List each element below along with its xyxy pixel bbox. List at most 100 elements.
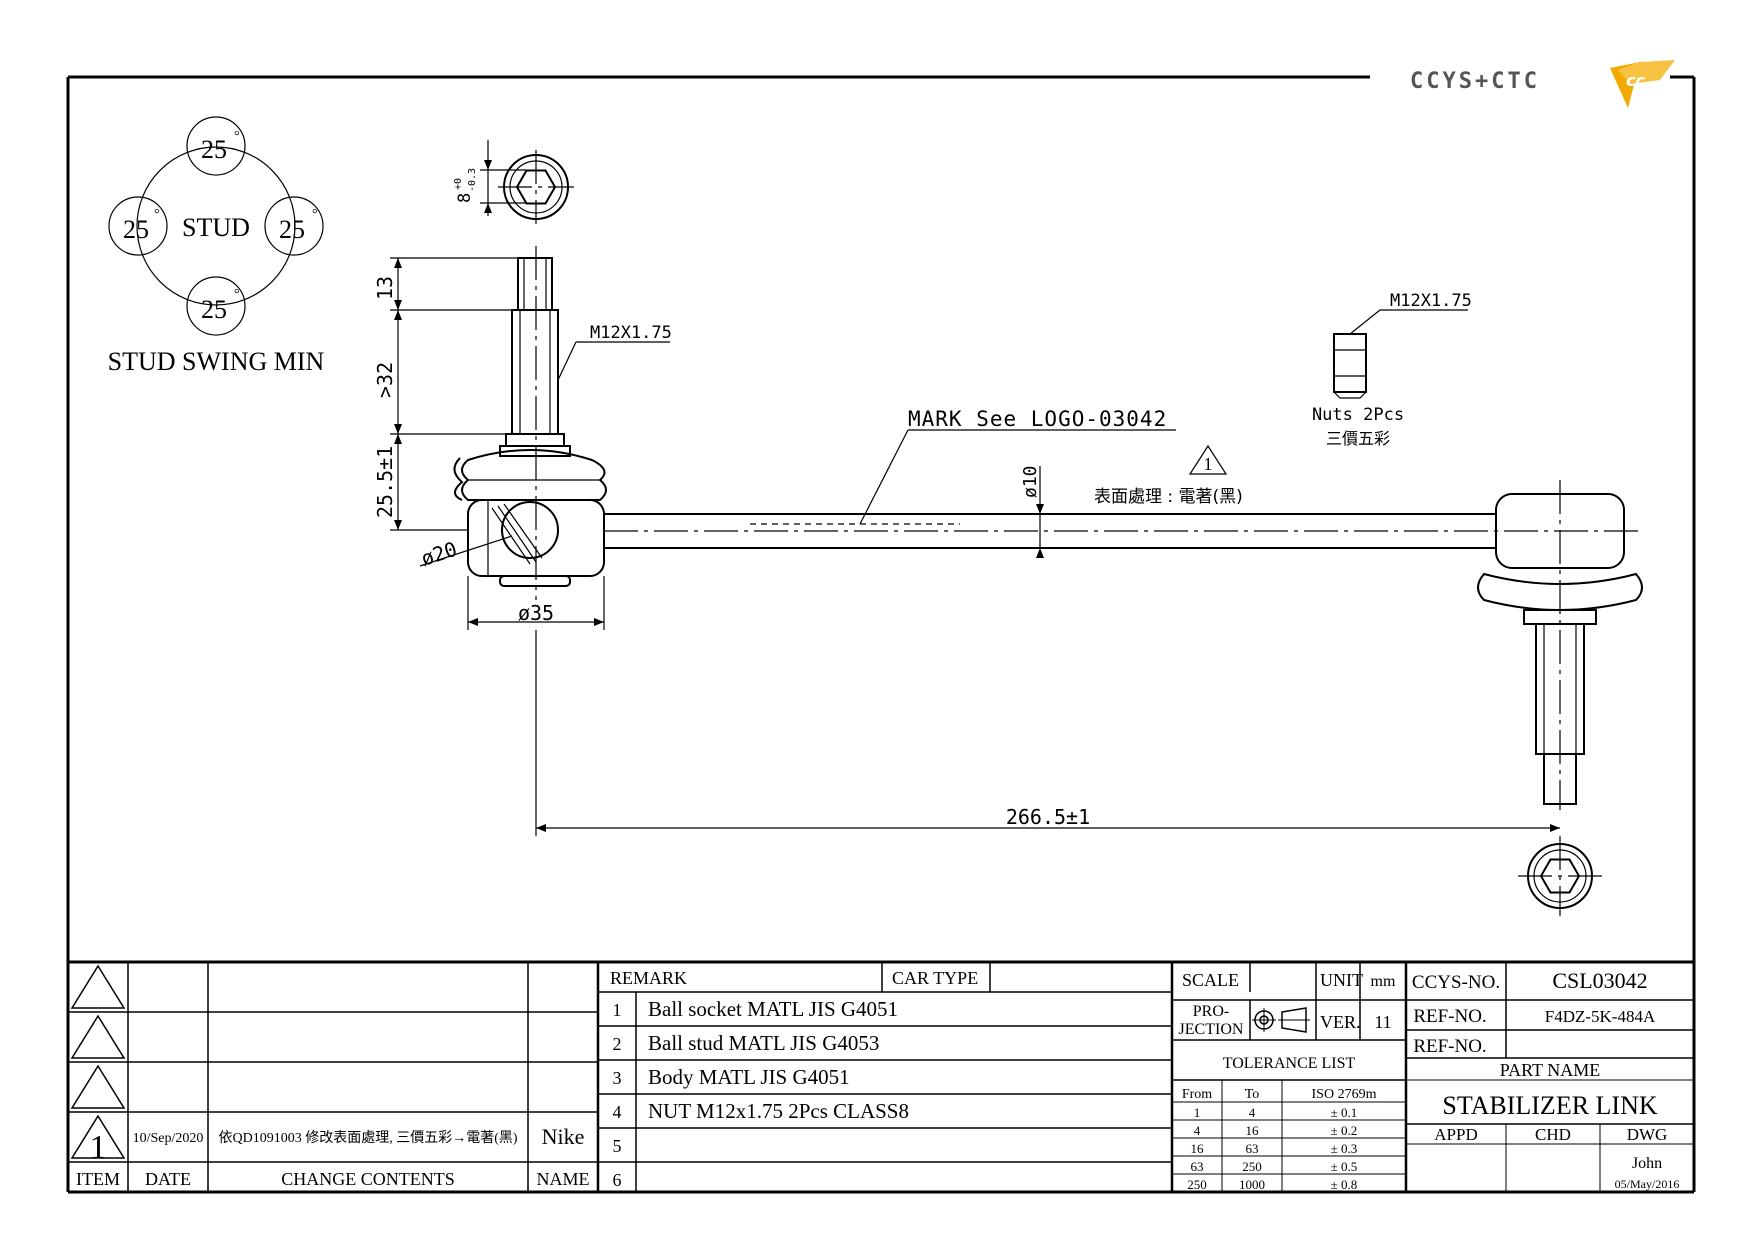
svg-text:4: 4 (613, 1102, 622, 1122)
svg-text:°: ° (234, 287, 240, 302)
svg-text:1: 1 (1204, 454, 1213, 474)
rev-name: Nike (542, 1124, 585, 1149)
projection-label: PRO- (1193, 1003, 1229, 1020)
rev-content: 依QD1091003 修改表面處理, 三價五彩→電著(黑) (218, 1129, 517, 1146)
drawing-notes: MARK See LOGO-03042 1 表面處理 : 電著(黑) Nuts … (859, 405, 1404, 525)
note-nuts: Nuts 2Pcs (1312, 405, 1404, 425)
unit-label: UNIT (1320, 970, 1363, 990)
svg-text:°: ° (234, 129, 240, 144)
svg-text:NAME: NAME (537, 1169, 590, 1189)
svg-text:ISO 2769m: ISO 2769m (1312, 1087, 1377, 1102)
svg-text:JECTION: JECTION (1179, 1021, 1244, 1038)
ver-value: 11 (1374, 1012, 1391, 1032)
dim-socket-diameter: ø35 (518, 601, 554, 625)
part-name: STABILIZER LINK (1442, 1091, 1657, 1120)
dwg-label: DWG (1627, 1125, 1668, 1144)
svg-text:4: 4 (1249, 1105, 1256, 1120)
chd-label: CHD (1535, 1125, 1571, 1144)
swing-top-angle: 25 (201, 135, 227, 164)
drawing-date: 05/May/2016 (1615, 1177, 1680, 1191)
label-thread-top: M12X1.75 (590, 323, 672, 343)
svg-text:cc: cc (1626, 71, 1645, 90)
svg-text:± 0.2: ± 0.2 (1331, 1123, 1358, 1138)
car-type-header: CAR TYPE (892, 968, 978, 988)
svg-text:4: 4 (1194, 1123, 1201, 1138)
svg-text:± 0.3: ± 0.3 (1331, 1141, 1358, 1156)
swing-left-angle: 25 (123, 215, 149, 244)
note-mark: MARK See LOGO-03042 (908, 407, 1167, 431)
dim-thread-length: 13 (373, 276, 397, 300)
nut-icon (1333, 333, 1367, 399)
note-surface-treatment: 表面處理 : 電著(黑) (1094, 487, 1243, 507)
svg-text:63: 63 (1191, 1159, 1204, 1174)
dim-rod-diameter: ø10 (1020, 465, 1041, 498)
dim-ball-diameter: ø20 (418, 537, 460, 571)
rev-date: 10/Sep/2020 (133, 1131, 204, 1146)
warning-triangle-icon (1188, 444, 1228, 475)
remark-item: Ball socket MATL JIS G4051 (648, 997, 898, 1021)
svg-text:1000: 1000 (1239, 1177, 1265, 1192)
part-name-label: PART NAME (1500, 1060, 1600, 1080)
dim-stud-length: >32 (373, 362, 397, 398)
ccys-label: CCYS-NO. (1412, 972, 1500, 993)
right-ball-joint (1477, 480, 1643, 810)
remark-item: NUT M12x1.75 2Pcs CLASS8 (648, 1099, 909, 1123)
swing-right-angle: 25 (279, 215, 305, 244)
svg-text:6: 6 (613, 1170, 622, 1190)
svg-text:63: 63 (1246, 1141, 1259, 1156)
svg-text:CHANGE CONTENTS: CHANGE CONTENTS (281, 1169, 455, 1189)
svg-text:± 0.8: ± 0.8 (1331, 1177, 1358, 1192)
revision-triangle-icon (70, 1064, 126, 1109)
svg-text:5: 5 (613, 1136, 622, 1156)
svg-text:1: 1 (613, 1000, 622, 1020)
svg-text:°: ° (154, 207, 160, 222)
revision-triangle-icon (70, 1114, 126, 1159)
swing-center-label: STUD (182, 213, 250, 242)
remarks-header: REMARK (610, 968, 687, 988)
svg-text:16: 16 (1191, 1141, 1205, 1156)
tolerance-title: TOLERANCE LIST (1223, 1055, 1356, 1072)
svg-text:16: 16 (1246, 1123, 1260, 1138)
dim-boot-height: 25.5±1 (373, 446, 397, 518)
spec-text: SCALE UNIT mm PRO- JECTION VER. 11 TOLER… (1179, 970, 1396, 1192)
ref2-label: REF-NO. (1413, 1036, 1486, 1057)
title-block (68, 960, 1694, 1192)
remark-item: Ball stud MATL JIS G4053 (648, 1031, 879, 1055)
top-hex-view: 8 +0 -0.3 (453, 140, 574, 224)
appd-label: APPD (1434, 1125, 1477, 1144)
ccys-number: CSL03042 (1552, 968, 1647, 993)
svg-text:250: 250 (1187, 1177, 1207, 1192)
stud-swing-diagram: STUD 25 25 25 25 ° ° ° ° STUD SWING MIN (108, 116, 325, 376)
dim-overall-length: 266.5±1 (1006, 805, 1090, 829)
svg-text:± 0.1: ± 0.1 (1331, 1105, 1358, 1120)
svg-text:2: 2 (613, 1034, 622, 1054)
company-logo: CCYS+CTC cc (1410, 60, 1675, 108)
svg-text:250: 250 (1242, 1159, 1262, 1174)
swing-caption: STUD SWING MIN (108, 347, 325, 376)
rev-item: 1 (90, 1129, 107, 1166)
remark-item: Body MATL JIS G4051 (648, 1065, 850, 1089)
projection-symbol-icon (1252, 1007, 1310, 1033)
svg-text:DATE: DATE (145, 1169, 191, 1189)
svg-text:To: To (1245, 1087, 1260, 1102)
unit-value: mm (1371, 973, 1396, 990)
label-thread-nut: M12X1.75 (1390, 291, 1472, 311)
svg-text:3: 3 (613, 1068, 622, 1088)
dim-hex-width: 8 (455, 193, 475, 203)
revision-table (68, 962, 600, 1192)
svg-text:± 0.5: ± 0.5 (1331, 1159, 1358, 1174)
revision-triangle-icon (70, 964, 126, 1009)
svg-text:°: ° (312, 207, 318, 222)
note-nuts-color: 三價五彩 (1326, 429, 1390, 448)
title-text: CCYS-NO. CSL03042 REF-NO. F4DZ-5K-484A R… (1412, 968, 1679, 1191)
ref-number: F4DZ-5K-484A (1545, 1007, 1656, 1026)
ref-label: REF-NO. (1413, 1006, 1486, 1027)
drawer-name: John (1632, 1155, 1662, 1172)
svg-text:-0.3: -0.3 (467, 168, 478, 192)
ver-label: VER. (1320, 1012, 1361, 1032)
bottom-hex-view (1518, 836, 1602, 916)
swing-bottom-angle: 25 (201, 295, 227, 324)
rod-body (604, 513, 1640, 549)
svg-text:ITEM: ITEM (76, 1169, 120, 1189)
